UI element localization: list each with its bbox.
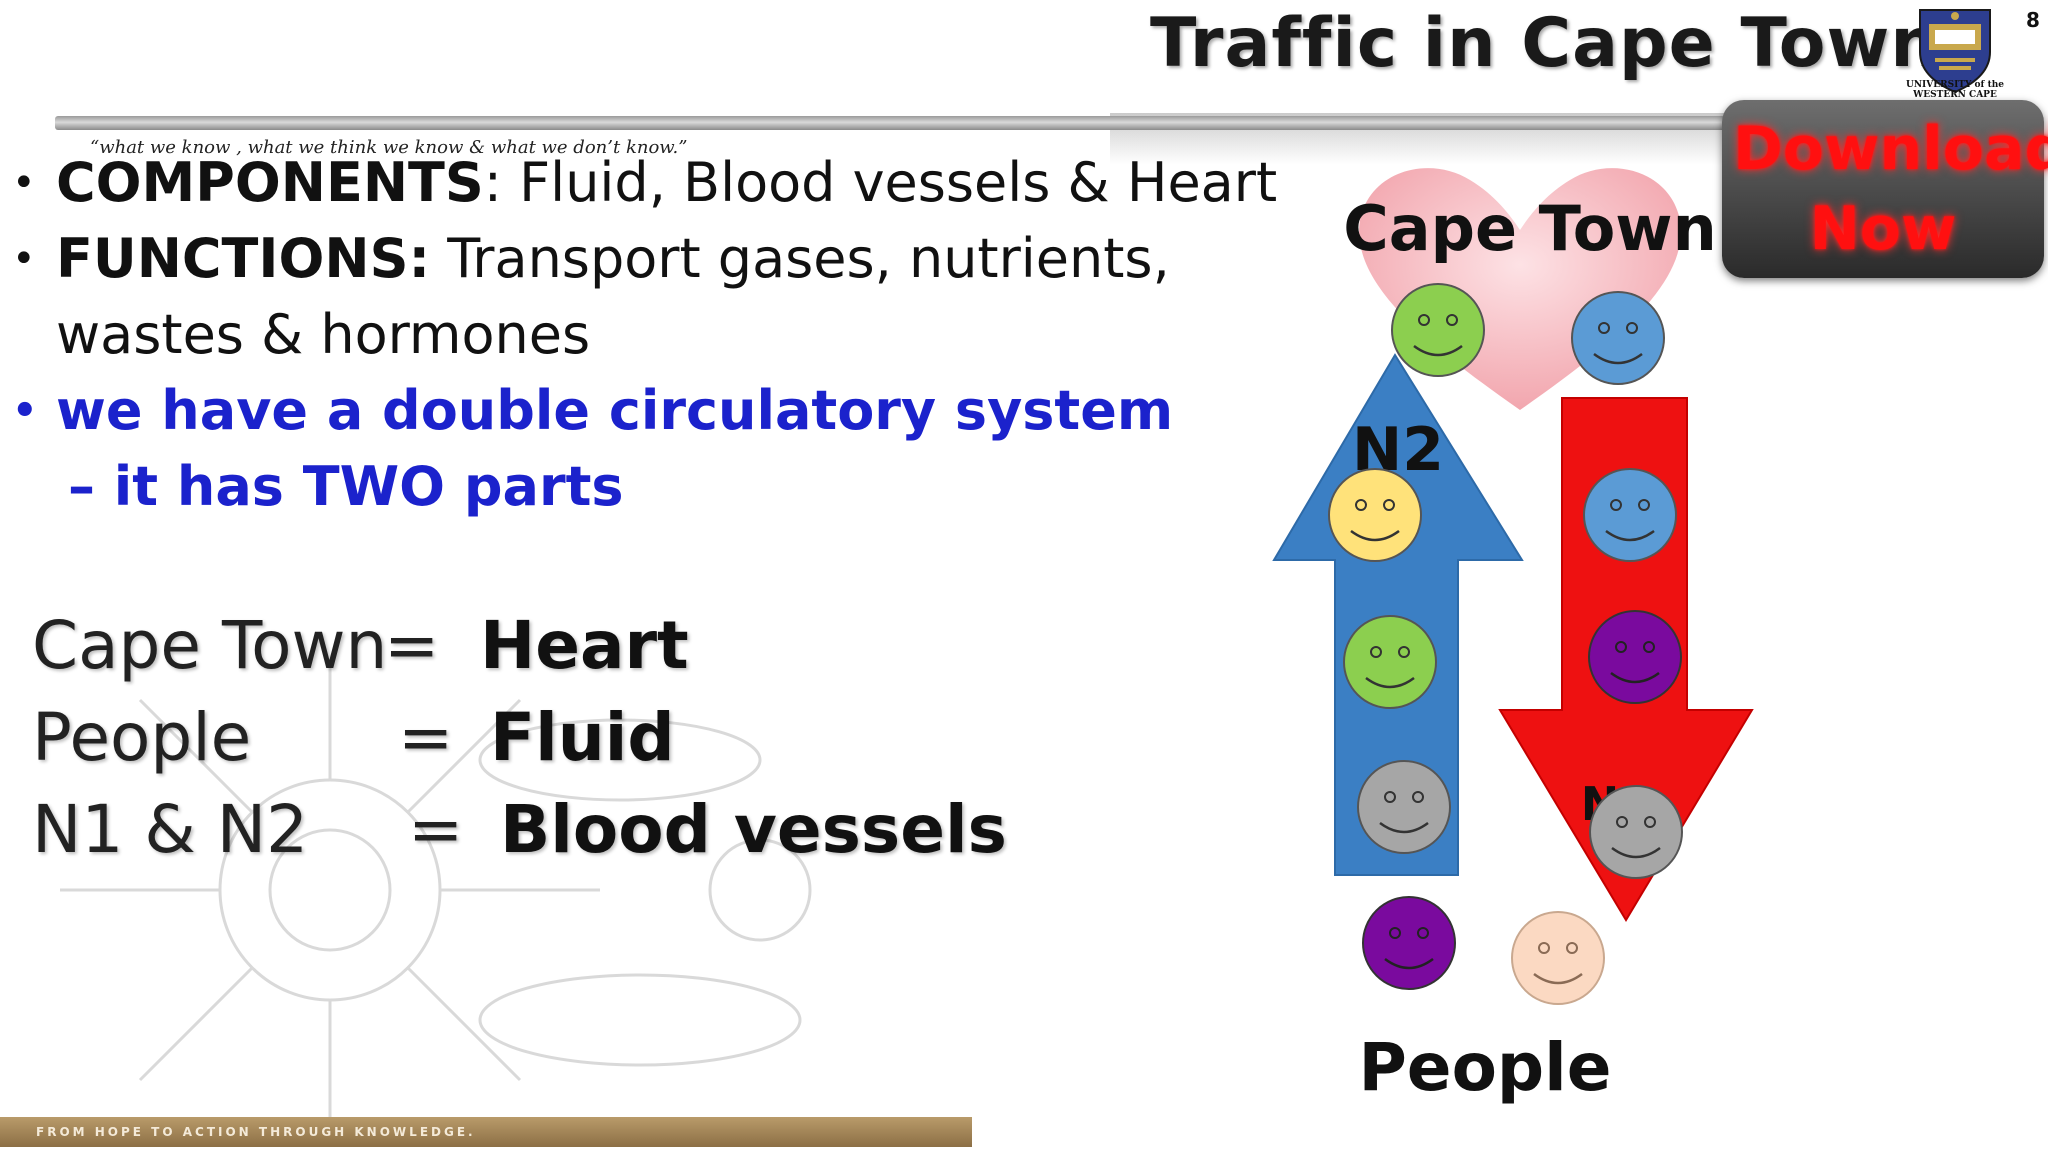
smiley-face-peach xyxy=(1511,911,1605,1005)
people-label: People xyxy=(1358,1029,1611,1106)
university-crest-logo xyxy=(1919,9,1991,94)
smiley-face-gray xyxy=(1357,760,1451,854)
equation-left: N1 & N2 xyxy=(32,791,309,868)
equation-equals: = xyxy=(408,791,464,868)
flower-watermark-image xyxy=(60,660,812,1120)
tagline: “what we know , what we think we know & … xyxy=(90,137,688,158)
smiley-face-blue xyxy=(1583,468,1677,562)
smiley-face-green xyxy=(1343,615,1437,709)
bullet-list: • COMPONENTS: Fluid, Blood vessels & Hea… xyxy=(12,145,1277,525)
bullet-dot: • xyxy=(12,388,38,434)
equation-right: Fluid xyxy=(490,699,675,776)
header-rule xyxy=(55,116,1755,130)
equation-equals: = xyxy=(398,699,454,776)
bullet-circulatory: • we have a double circulatory system xyxy=(12,373,1262,449)
logo-caption: UNIVERSITY of the WESTERN CAPE xyxy=(1905,80,2004,100)
smiley-face-yellow xyxy=(1328,468,1422,562)
smiley-face-gray xyxy=(1589,785,1683,879)
functions-label: FUNCTIONS: xyxy=(56,227,431,290)
smiley-face-purple xyxy=(1588,610,1682,704)
equation-left: People xyxy=(32,699,252,776)
circulation-diagram: Cape Town N2 N People xyxy=(1272,168,1754,1106)
heart-shape xyxy=(1359,168,1681,410)
components-text: : Fluid, Blood vessels & Heart xyxy=(483,151,1278,214)
footer-text: FROM HOPE TO ACTION THROUGH KNOWLEDGE. xyxy=(36,1125,476,1139)
footer-bar xyxy=(0,1117,972,1147)
equation-left: Cape Town xyxy=(32,607,388,684)
components-label: COMPONENTS xyxy=(56,151,484,214)
circulatory-text: we have a double circulatory system xyxy=(56,379,1174,442)
two-parts-text: – it has TWO parts xyxy=(68,455,624,518)
smiley-face-purple xyxy=(1362,896,1456,990)
smiley-face-green xyxy=(1391,283,1485,377)
heart-label: Cape Town xyxy=(1343,192,1716,265)
download-now-label: Download Now xyxy=(1733,114,2048,264)
slide-title: Traffic in Cape Town? xyxy=(1150,4,1981,83)
download-now-button[interactable]: Download Now xyxy=(1722,100,2048,278)
equation-right: Blood vessels xyxy=(500,791,1007,868)
up-arrow xyxy=(1272,353,1524,876)
slide-number: 8 xyxy=(2026,8,2040,32)
bullet-functions: • FUNCTIONS: Transport gases, nutrients, xyxy=(12,221,1262,297)
smiley-face-blue xyxy=(1571,291,1665,385)
bullet-dot: • xyxy=(12,236,36,282)
bullet-components: • COMPONENTS: Fluid, Blood vessels & Hea… xyxy=(12,145,1277,221)
functions-continuation: wastes & hormones xyxy=(56,303,591,366)
equation-right: Heart xyxy=(480,607,689,684)
equation-equals: = xyxy=(384,607,440,684)
bullet-dot: • xyxy=(12,160,36,206)
functions-text: Transport gases, nutrients, xyxy=(430,227,1170,290)
